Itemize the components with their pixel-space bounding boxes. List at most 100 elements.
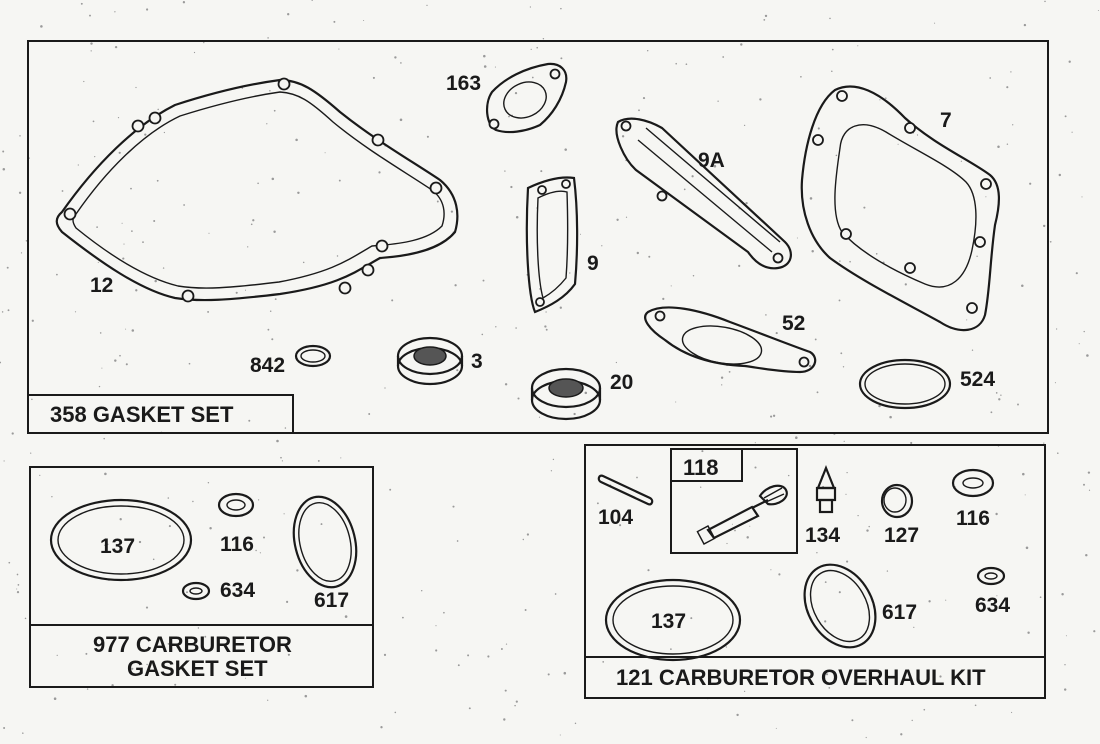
- part-634-washer-right: [976, 566, 1006, 586]
- speckle: [152, 558, 155, 561]
- speckle: [122, 257, 125, 260]
- label-part-842: 842: [250, 354, 286, 377]
- speckle: [545, 328, 548, 331]
- speckle: [1061, 592, 1064, 596]
- speckle: [22, 732, 24, 734]
- part-137-gasket-ring-right: [604, 578, 742, 662]
- speckle: [174, 683, 177, 686]
- speckle: [340, 457, 342, 459]
- speckle: [207, 310, 210, 313]
- speckle: [1025, 546, 1029, 550]
- label-part-52: 52: [782, 312, 806, 335]
- speckle: [94, 155, 96, 158]
- speckle: [1071, 131, 1073, 133]
- speckle: [186, 591, 188, 594]
- speckle: [311, 0, 314, 1]
- speckle: [338, 48, 340, 50]
- speckle: [267, 37, 269, 39]
- speckle: [56, 654, 58, 657]
- speckle: [544, 325, 547, 328]
- label-part-7: 7: [940, 109, 952, 132]
- part-842-o-ring: [294, 344, 332, 368]
- speckle: [83, 80, 85, 83]
- speckle: [743, 124, 746, 127]
- speckle: [851, 719, 854, 722]
- label-118-subkit: 118: [683, 455, 719, 480]
- speckle: [726, 542, 728, 545]
- speckle: [526, 533, 530, 536]
- speckle: [378, 171, 381, 174]
- speckle: [839, 260, 841, 262]
- speckle: [426, 135, 429, 138]
- speckle: [142, 241, 144, 244]
- speckle: [255, 549, 257, 552]
- speckle: [619, 524, 622, 527]
- speckle: [503, 718, 506, 721]
- speckle: [267, 328, 270, 331]
- speckle: [1023, 23, 1027, 27]
- speckle: [795, 436, 798, 439]
- speckle: [1064, 688, 1067, 691]
- speckle: [569, 272, 571, 274]
- speckle: [146, 663, 148, 666]
- speckle: [123, 243, 125, 245]
- speckle: [542, 37, 545, 40]
- title-977-line2: GASKET SET: [127, 656, 268, 681]
- speckle: [615, 361, 618, 364]
- speckle: [269, 310, 272, 313]
- speckle: [138, 540, 142, 544]
- speckle: [515, 327, 517, 329]
- speckle: [1022, 472, 1025, 476]
- speckle: [1093, 630, 1096, 633]
- speckle: [857, 514, 859, 517]
- speckle: [642, 97, 646, 100]
- speckle: [770, 569, 772, 571]
- speckle: [90, 50, 92, 52]
- speckle: [1011, 711, 1013, 714]
- speckle: [579, 233, 582, 235]
- speckle: [384, 387, 386, 389]
- speckle: [559, 306, 562, 309]
- speckle: [188, 362, 191, 365]
- speckle: [829, 17, 831, 20]
- speckle: [114, 11, 116, 13]
- speckle: [824, 620, 827, 623]
- speckle: [118, 151, 121, 154]
- part-20-oil-seal: [530, 367, 602, 421]
- speckle: [728, 370, 731, 373]
- speckle: [670, 648, 672, 650]
- speckle: [304, 694, 308, 698]
- speckle: [505, 643, 508, 645]
- speckle: [16, 573, 19, 576]
- speckle: [1087, 471, 1091, 474]
- speckle: [183, 204, 185, 206]
- speckle: [910, 441, 913, 445]
- speckle: [763, 19, 766, 21]
- speckle: [320, 523, 323, 526]
- speckle: [838, 591, 841, 594]
- speckle: [720, 376, 724, 379]
- speckle: [391, 299, 394, 302]
- speckle: [192, 500, 194, 503]
- panel-118-label-box: [670, 448, 743, 482]
- speckle: [814, 338, 817, 341]
- speckle: [20, 252, 23, 254]
- speckle: [843, 440, 845, 443]
- speckle: [154, 279, 157, 283]
- speckle: [500, 648, 503, 650]
- speckle: [517, 397, 520, 400]
- speckle: [483, 65, 487, 68]
- speckle: [372, 76, 375, 79]
- speckle: [1064, 664, 1066, 666]
- speckle: [675, 401, 677, 403]
- speckle: [989, 77, 992, 79]
- speckle: [636, 251, 639, 255]
- speckle: [450, 210, 454, 213]
- speckle: [683, 188, 686, 191]
- speckle: [913, 626, 915, 629]
- speckle: [778, 573, 781, 576]
- speckle: [1083, 483, 1085, 486]
- label-part-163: 163: [446, 72, 482, 95]
- speckle: [250, 223, 253, 226]
